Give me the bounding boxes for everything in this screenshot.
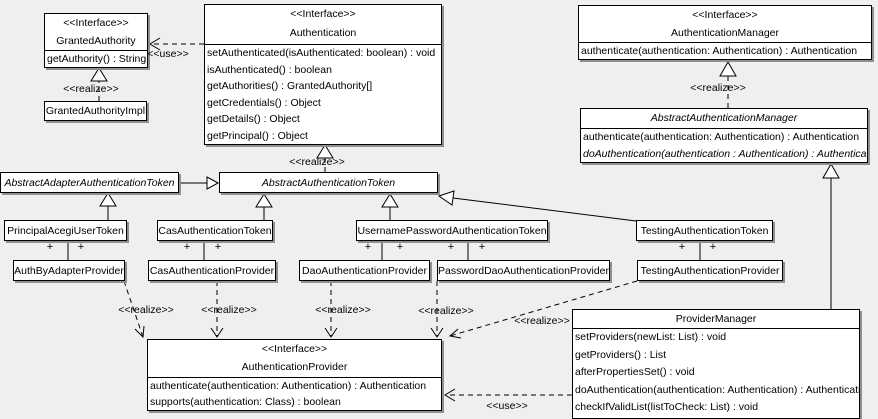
realize-edge-auth-by-adapter xyxy=(123,280,145,339)
class-box-username-password-authentication-token[interactable]: UsernamePasswordAuthenticationToken xyxy=(356,220,548,241)
class-box-granted-authority-impl[interactable]: GrantedAuthorityImpl xyxy=(44,101,147,121)
class-name: CasAuthenticationProvider xyxy=(149,264,275,277)
class-box-authentication[interactable]: <<Interface>> Authentication setAuthenti… xyxy=(204,4,442,145)
generalization-edge-adapter-token xyxy=(179,176,220,190)
class-method: doAuthentication(authentication : Authen… xyxy=(583,147,867,160)
class-box-principal-acegi-user-token[interactable]: PrincipalAcegiUserToken xyxy=(4,220,127,241)
class-name: TestingAuthenticationProvider xyxy=(640,264,780,277)
use-label: <<use>> xyxy=(486,400,528,412)
association-end-plus: + xyxy=(46,241,54,253)
class-method: setProviders(newList: List) : void xyxy=(575,331,727,343)
class-name: DaoAuthenticationProvider xyxy=(302,264,427,277)
class-name: CasAuthenticationToken xyxy=(158,224,272,237)
class-method: getProviders() : List xyxy=(575,348,667,361)
class-name: AbstractAdapterAuthenticationToken xyxy=(4,176,175,189)
realize-label: <<realize>> xyxy=(201,304,257,316)
realize-label: <<realize>> xyxy=(418,305,474,317)
class-box-authentication-provider[interactable]: <<Interface>> AuthenticationProvider aut… xyxy=(147,339,442,411)
realize-label: <<realize>> xyxy=(514,315,570,327)
use-edge-provider-manager xyxy=(444,388,572,402)
class-box-abstract-authentication-manager[interactable]: AbstractAuthenticationManager authentica… xyxy=(580,108,868,163)
class-box-abstract-authentication-token[interactable]: AbstractAuthenticationToken xyxy=(219,172,438,193)
class-name: GrantedAuthority xyxy=(56,35,136,47)
class-name: ProviderManager xyxy=(675,313,757,325)
class-box-testing-authentication-provider[interactable]: TestingAuthenticationProvider xyxy=(637,260,783,281)
class-method: authenticate(authentication: Authenticat… xyxy=(150,380,427,392)
realize-label: <<realize>> xyxy=(118,304,174,316)
association-end-plus: + xyxy=(183,241,191,253)
use-label: <<use>> xyxy=(147,48,189,60)
class-name: AbstractAuthenticationManager xyxy=(650,112,798,124)
class-name: AuthByAdapterProvider xyxy=(14,264,124,277)
class-box-authentication-manager[interactable]: <<Interface>> AuthenticationManager auth… xyxy=(578,5,872,60)
generalization-edge-principal-token xyxy=(99,192,117,220)
class-method: checkIfValidList(listToCheck: List) : vo… xyxy=(575,401,759,413)
class-box-auth-by-adapter-provider[interactable]: AuthByAdapterProvider xyxy=(13,260,125,281)
class-box-cas-authentication-token[interactable]: CasAuthenticationToken xyxy=(157,220,273,241)
realize-edge-testing-provider xyxy=(448,280,638,339)
realize-edge-authentication xyxy=(316,144,334,172)
class-name: PasswordDaoAuthenticationProvider xyxy=(438,264,610,277)
class-method: getAuthority() : String xyxy=(47,53,147,65)
realize-edge-cas-provider xyxy=(210,281,224,338)
generalization-edge-username-password-token xyxy=(381,193,399,220)
class-name: AbstractAuthenticationToken xyxy=(261,176,396,189)
class-box-dao-authentication-provider[interactable]: DaoAuthenticationProvider xyxy=(299,260,430,281)
class-name: TestingAuthenticationToken xyxy=(640,224,769,237)
class-name: PrincipalAcegiUserToken xyxy=(7,224,124,237)
class-box-provider-manager[interactable]: ProviderManager setProviders(newList: Li… xyxy=(572,309,860,419)
association-end-plus: + xyxy=(396,241,404,253)
class-method: afterPropertiesSet() : void xyxy=(575,366,695,378)
realize-edge-dao-provider xyxy=(324,281,338,338)
association-end-plus: + xyxy=(478,241,486,253)
realize-edge-authentication-manager xyxy=(719,60,737,108)
association-end-plus: + xyxy=(364,241,372,253)
class-method: authenticate(authentication: Authenticat… xyxy=(581,45,858,57)
class-stereotype: <<Interface>> xyxy=(261,343,328,355)
class-method: doAuthentication(authentication: Authent… xyxy=(575,383,859,396)
class-name: AuthenticationProvider xyxy=(241,361,348,373)
realize-label: <<realize>> xyxy=(690,82,746,94)
class-method: getCredentials() : Object xyxy=(207,96,321,109)
class-name: Authentication xyxy=(289,27,357,39)
generalization-edge-testing-token xyxy=(437,190,637,222)
class-name: GrantedAuthorityImpl xyxy=(45,105,146,117)
class-box-password-dao-authentication-provider[interactable]: PasswordDaoAuthenticationProvider xyxy=(437,260,610,281)
realize-label: <<realize>> xyxy=(315,304,371,316)
association-end-plus: + xyxy=(77,241,85,253)
class-stereotype: <<Interface>> xyxy=(692,9,758,21)
class-method: authenticate(authentication: Authenticat… xyxy=(583,131,860,143)
class-name: AuthenticationManager xyxy=(671,27,779,39)
realize-edge-password-dao-provider xyxy=(430,281,444,338)
generalization-edge-cas-token xyxy=(255,193,273,220)
association-end-plus: + xyxy=(447,241,455,253)
class-method: getAuthorities() : GrantedAuthority[] xyxy=(207,80,373,92)
use-edge-authentication-granted-authority xyxy=(149,37,204,51)
class-method: isAuthenticated() : boolean xyxy=(207,63,332,76)
class-box-abstract-adapter-authentication-token[interactable]: AbstractAdapterAuthenticationToken xyxy=(0,172,179,193)
class-name: UsernamePasswordAuthenticationToken xyxy=(357,224,547,237)
realize-label: <<realize>> xyxy=(289,156,345,168)
realize-label: <<realize>> xyxy=(63,83,119,95)
association-end-plus: + xyxy=(709,241,717,253)
association-end-plus: + xyxy=(214,241,222,253)
class-box-testing-authentication-token[interactable]: TestingAuthenticationToken xyxy=(636,220,773,241)
realize-edge-granted-authority xyxy=(90,67,108,101)
class-stereotype: <<Interface>> xyxy=(63,17,129,29)
class-method: getPrincipal() : Object xyxy=(207,129,308,142)
generalization-edge-provider-manager xyxy=(822,162,840,309)
association-end-plus: + xyxy=(678,241,686,253)
class-method: getDetails() : Object xyxy=(207,113,300,125)
class-method: supports(authentication: Class) : boolea… xyxy=(150,396,341,408)
class-box-granted-authority[interactable]: <<Interface>> GrantedAuthority getAuthor… xyxy=(44,13,148,68)
class-box-cas-authentication-provider[interactable]: CasAuthenticationProvider xyxy=(148,260,276,281)
class-method: setAuthenticated(isAuthenticated: boolea… xyxy=(207,47,436,59)
class-stereotype: <<Interface>> xyxy=(290,8,356,20)
association-edges xyxy=(67,241,701,260)
